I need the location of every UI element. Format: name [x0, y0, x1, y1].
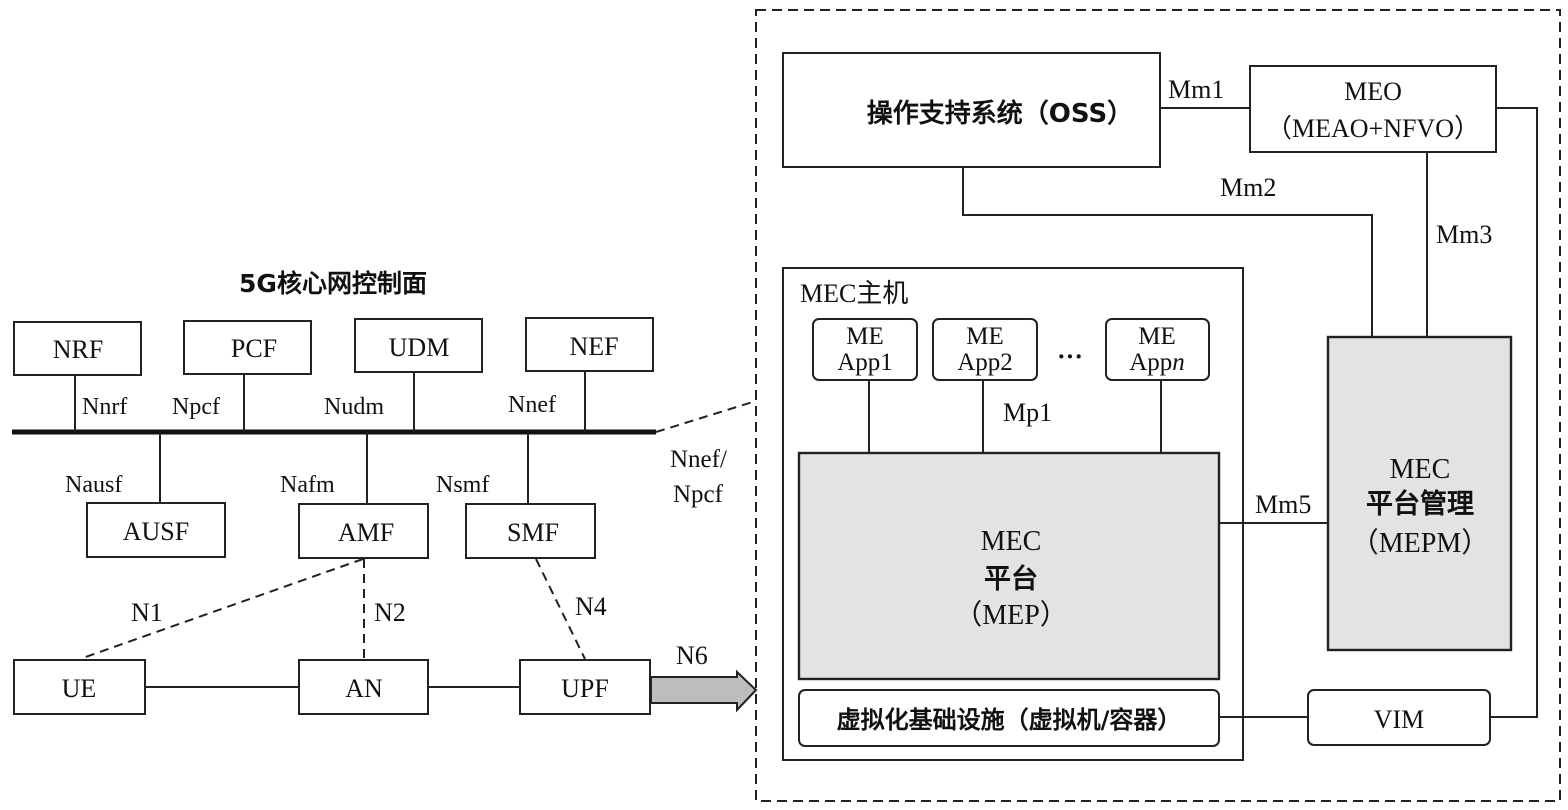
me-app-2-line1: ME	[966, 323, 1004, 350]
nf-nrf: NRF Nnrf	[13, 321, 142, 432]
mep-label-line1: MEC	[981, 526, 1042, 557]
mepm-label-line2: 平台管理	[1366, 488, 1474, 520]
nnef-npcf-link	[655, 400, 757, 433]
ausf-label: AUSF	[123, 517, 189, 546]
smf-box	[465, 503, 596, 559]
mm2-link	[962, 167, 1373, 337]
me-app-1: ME App1	[812, 318, 918, 453]
pcf-label: PCF	[231, 334, 277, 363]
upf-box	[519, 659, 651, 715]
meo-label-line2: （MEAO+NFVO）	[1266, 114, 1480, 143]
oss-label: 操作支持系统（OSS）	[867, 98, 1133, 129]
mep-label-line3: （MEP）	[954, 599, 1068, 631]
ue-label: UE	[62, 674, 97, 703]
me-app-n-line1: ME	[1138, 323, 1176, 350]
mepm-label-line1: MEC	[1390, 454, 1451, 485]
n4-link	[535, 558, 586, 660]
me-app-2: ME App2	[932, 318, 1038, 453]
nudm-label: Nudm	[324, 394, 384, 420]
me-app-1-line2: App1	[837, 349, 893, 376]
mm5-label: Mm5	[1255, 490, 1311, 519]
an-label: AN	[345, 674, 383, 703]
nafm-label: Nafm	[280, 472, 335, 498]
mep-box	[797, 451, 1221, 681]
mepm-label-line3: （MEPM）	[1351, 527, 1489, 559]
nnef-npcf-label-line2: Npcf	[673, 481, 724, 508]
nrf-box	[13, 321, 142, 376]
mep-label-line2: 平台	[984, 563, 1038, 595]
udm-box	[354, 318, 483, 373]
nf-udm: UDM Nudm	[324, 318, 483, 432]
me-app-2-box	[932, 318, 1038, 381]
meo-vim-link	[1490, 107, 1538, 718]
mm1-label: Mm1	[1168, 75, 1224, 104]
amf-box	[298, 503, 429, 559]
nnrf-label: Nnrf	[82, 394, 127, 420]
smf-label: SMF	[507, 518, 559, 547]
amf-label: AMF	[338, 518, 394, 547]
nrf-label: NRF	[53, 335, 104, 364]
nsmf-label: Nsmf	[436, 472, 489, 498]
nf-nef: NEF Nnef	[508, 317, 654, 432]
n4-label: N4	[575, 592, 607, 621]
nfvi-label: 虚拟化基础设施（虚拟机/容器）	[837, 706, 1182, 734]
nf-amf: Nafm AMF	[280, 432, 429, 559]
nnef-npcf-label-line1: Nnef/	[670, 446, 727, 473]
vim-box	[1307, 689, 1491, 746]
node-ue: UE	[13, 659, 146, 715]
ue-box	[13, 659, 146, 715]
meo: MEO （MEAO+NFVO）	[1249, 65, 1497, 153]
nf-ausf: Nausf AUSF	[65, 432, 226, 558]
nf-smf: Nsmf SMF	[436, 432, 596, 559]
nnef-label: Nnef	[508, 392, 556, 418]
virtualization-infrastructure: 虚拟化基础设施（虚拟机/容器）	[798, 689, 1220, 747]
oss: 操作支持系统（OSS）	[782, 52, 1161, 168]
ausf-box	[86, 502, 226, 558]
upf-label: UPF	[561, 674, 609, 703]
nausf-label: Nausf	[65, 472, 122, 498]
me-app-n-box	[1105, 318, 1210, 381]
n2-label: N2	[374, 598, 406, 627]
meo-label-line1: MEO	[1344, 77, 1402, 106]
me-app-n: ME Appn	[1105, 318, 1210, 453]
oss-box	[782, 52, 1161, 168]
n1-label: N1	[131, 598, 163, 627]
n6-arrow	[650, 669, 758, 713]
mp1-label: Mp1	[1003, 398, 1052, 427]
n1-link	[79, 558, 364, 660]
npcf-label: Npcf	[172, 394, 220, 420]
core-network-title: 5G核心网控制面	[239, 269, 427, 298]
me-app-1-box	[812, 318, 918, 381]
node-upf: UPF	[519, 659, 651, 715]
n6-label: N6	[676, 641, 708, 670]
nf-pcf: PCF Npcf	[172, 320, 312, 432]
mec-host: MEC主机 ME App1 ME App2 ··· ME Appn Mp1 ME…	[782, 267, 1244, 761]
me-app-1-line1: ME	[846, 323, 884, 350]
nef-label: NEF	[569, 332, 618, 361]
node-an: AN	[298, 659, 429, 715]
mm3-label: Mm3	[1436, 220, 1492, 249]
me-app-n-prefix: App	[1129, 349, 1172, 376]
apps-ellipsis: ···	[1057, 342, 1083, 371]
an-box	[298, 659, 429, 715]
mepm-box	[1326, 335, 1513, 652]
me-app-n-index: n	[1172, 349, 1185, 376]
vim-label: VIM	[1374, 705, 1425, 734]
pcf-box	[183, 320, 312, 375]
nef-box	[525, 317, 654, 372]
mm2-label: Mm2	[1220, 173, 1276, 202]
vim: VIM	[1307, 689, 1491, 746]
udm-label: UDM	[389, 333, 450, 362]
mec-platform: MEC 平台 （MEP）	[797, 451, 1221, 681]
mec-system-boundary	[755, 9, 1561, 802]
mec-platform-manager: MEC 平台管理 （MEPM）	[1326, 335, 1513, 652]
me-app-n-line2: Appn	[1129, 349, 1185, 376]
mec-host-title: MEC主机	[800, 279, 908, 308]
me-app-2-line2: App2	[957, 349, 1013, 376]
